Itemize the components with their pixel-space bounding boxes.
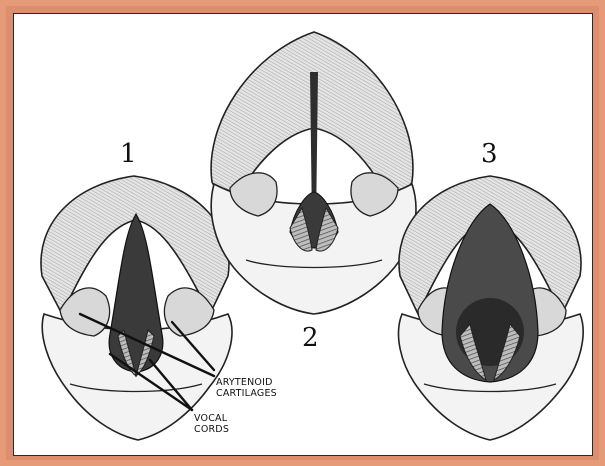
vocal-label-line-2: CORDS <box>194 424 229 435</box>
vocal-cords-label: VOCAL CORDS <box>194 413 229 435</box>
vocal-label-line-1: VOCAL <box>194 413 229 424</box>
larynx-view-3 <box>399 176 584 440</box>
larynx-illustration <box>14 14 592 455</box>
larynx-view-2 <box>211 32 416 314</box>
larynx-view-1 <box>41 176 232 440</box>
view-number-3: 3 <box>481 141 498 167</box>
arytenoid-label-line-1: ARYTENOID <box>216 377 277 388</box>
view-number-1: 1 <box>120 141 137 167</box>
arytenoid-cartilages-label: ARYTENOID CARTILAGES <box>216 377 277 399</box>
figure-panel: 1 2 3 ARYTENOID CARTILAGES VOCAL CORDS <box>13 13 593 456</box>
arytenoid-label-line-2: CARTILAGES <box>216 388 277 399</box>
outer-frame: 1 2 3 ARYTENOID CARTILAGES VOCAL CORDS <box>6 6 599 460</box>
view-number-2: 2 <box>302 325 319 351</box>
